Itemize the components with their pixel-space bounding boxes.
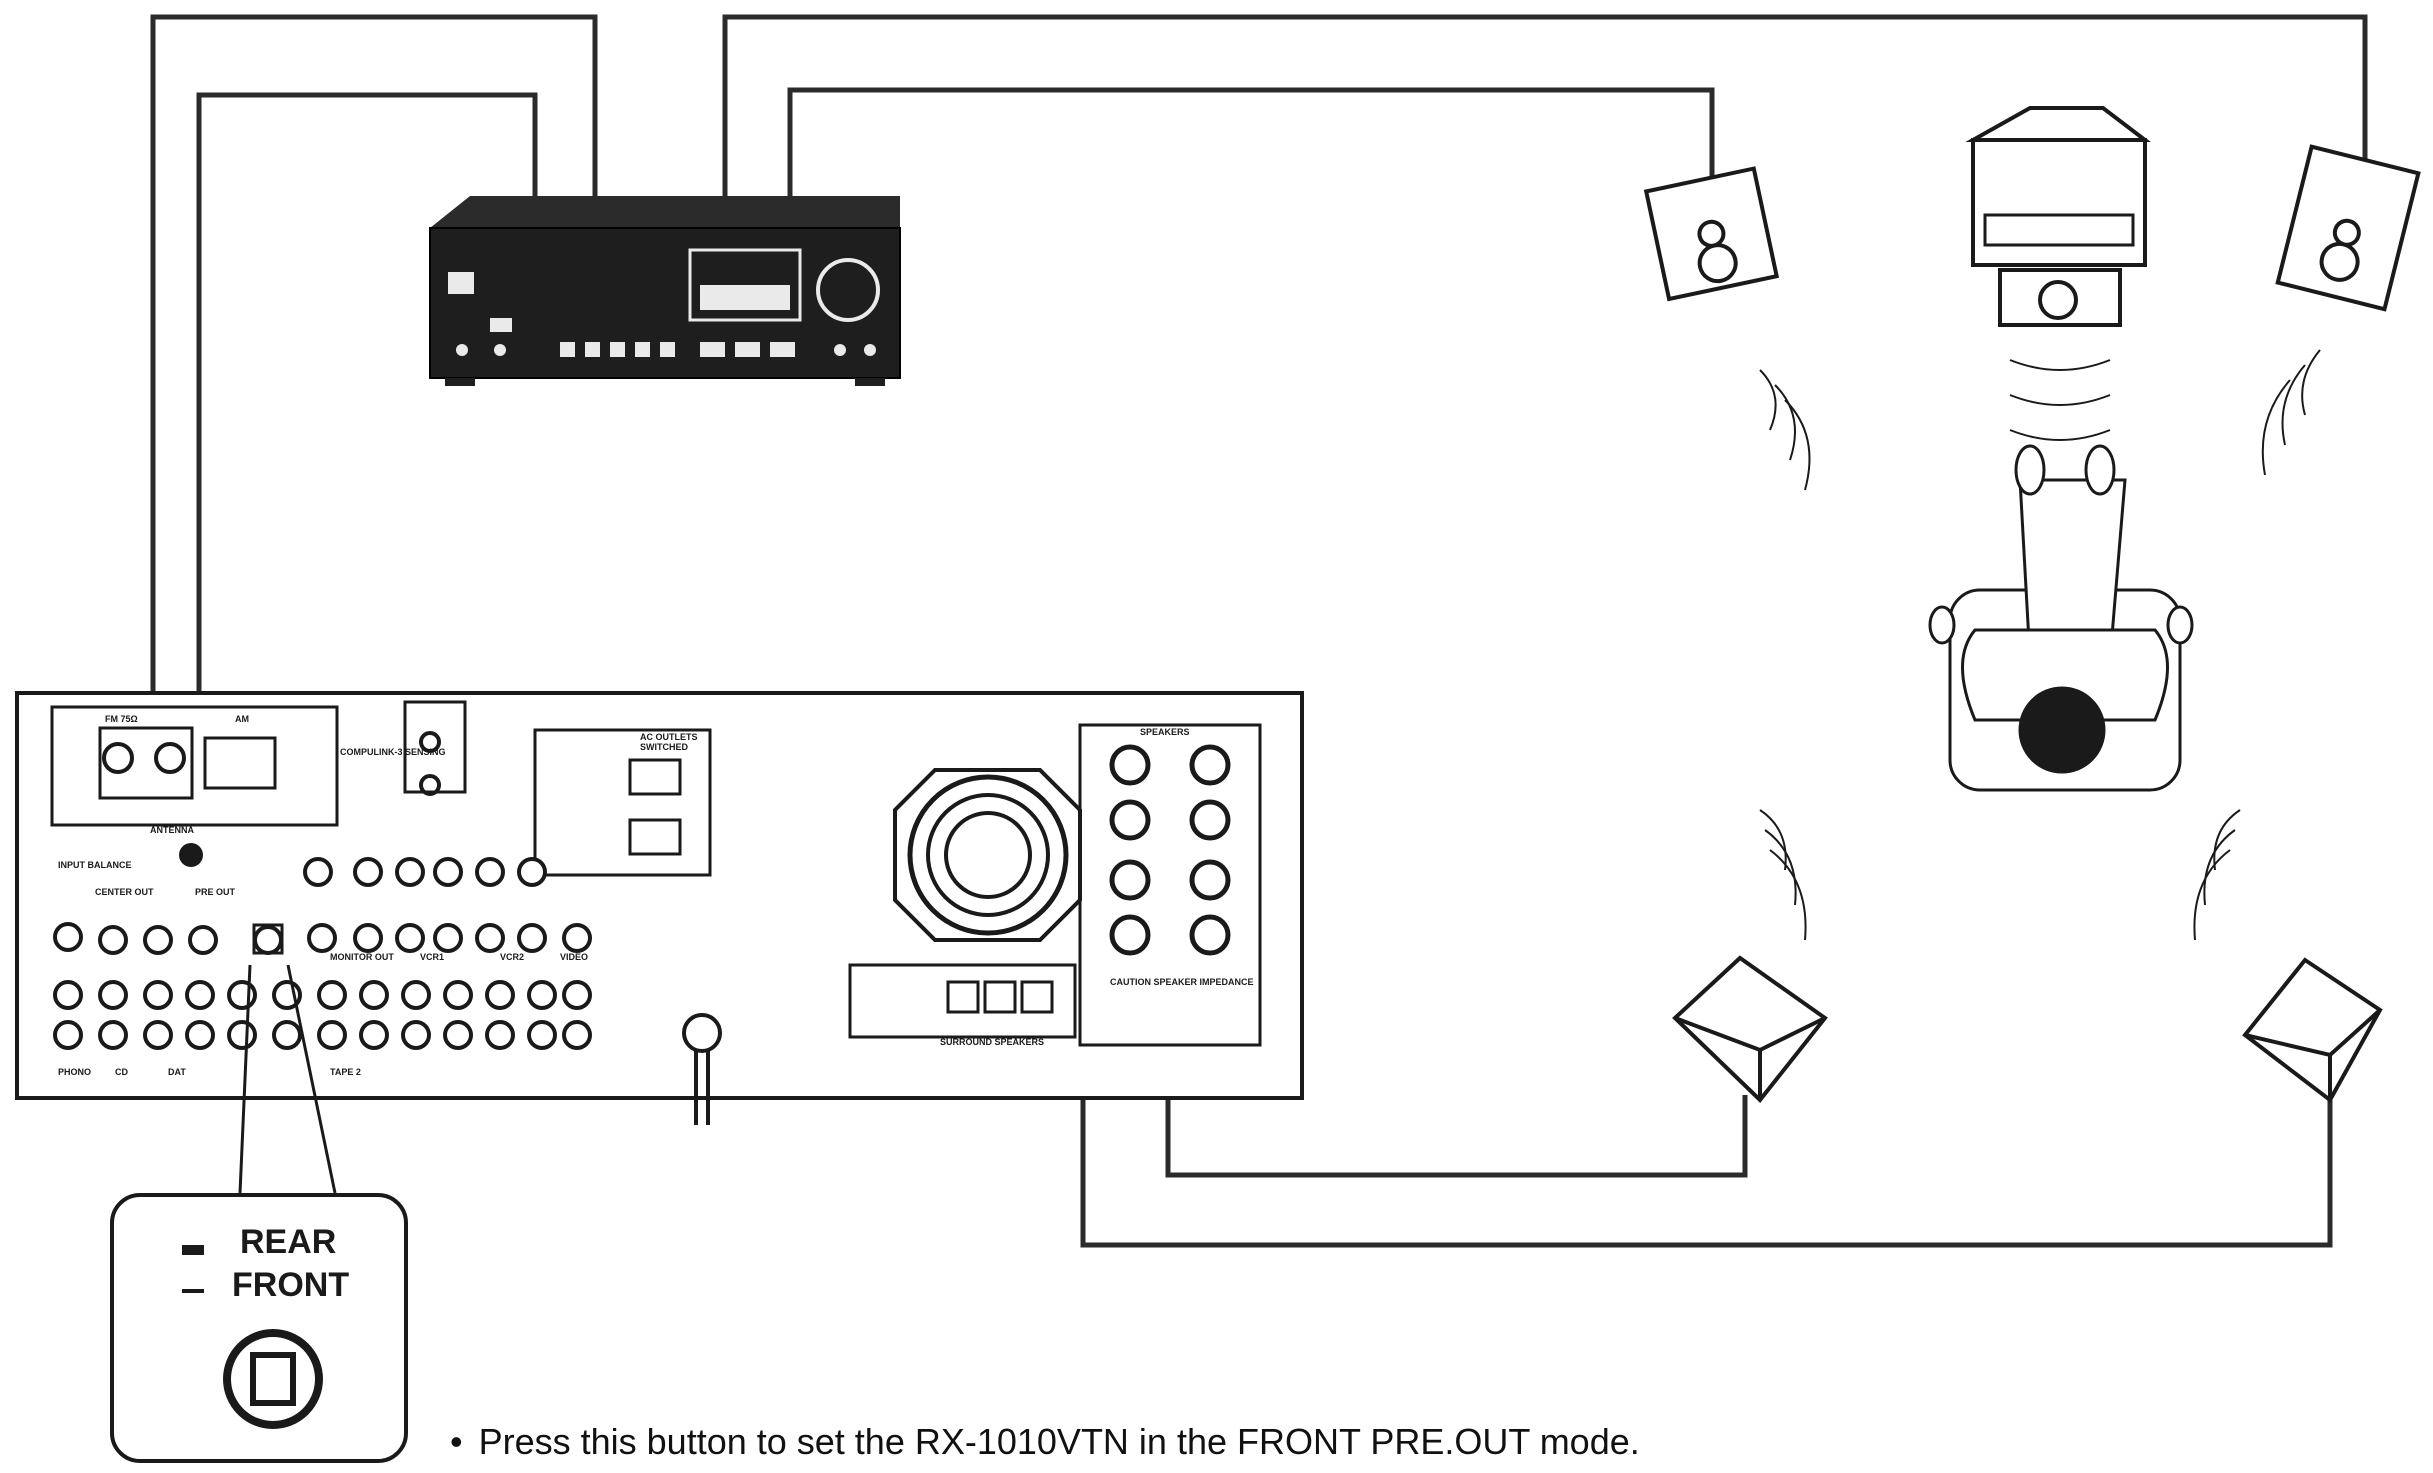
rear-indicator-icon	[182, 1245, 204, 1255]
svg-text:SWITCHED: SWITCHED	[640, 742, 688, 752]
svg-text:MONITOR OUT: MONITOR OUT	[330, 952, 394, 962]
receiver-rear-panel: FM 75Ω AM ANTENNA COMPULINK-3 SENSING AC…	[17, 693, 1302, 1125]
svg-text:AC OUTLETS: AC OUTLETS	[640, 732, 698, 742]
svg-text:VIDEO: VIDEO	[560, 952, 588, 962]
rear-front-inset: REAR FRONT	[110, 1193, 408, 1463]
front-right-speaker	[2278, 147, 2419, 309]
svg-text:SPEAKERS: SPEAKERS	[1140, 727, 1190, 737]
rear-front-button[interactable]	[227, 1333, 319, 1425]
svg-text:CAUTION SPEAKER IMPEDANCE: CAUTION SPEAKER IMPEDANCE	[1110, 977, 1254, 987]
front-indicator-icon	[182, 1289, 204, 1293]
center-speaker	[1973, 108, 2145, 325]
svg-text:COMPULINK-3 SENSING: COMPULINK-3 SENSING	[340, 747, 446, 757]
rear-label: REAR	[240, 1223, 336, 1261]
svg-text:VCR2: VCR2	[500, 952, 524, 962]
rear-left-speaker	[1675, 958, 1825, 1100]
svg-text:ANTENNA: ANTENNA	[150, 825, 194, 835]
processor-unit	[430, 196, 900, 386]
listener-figure	[1930, 446, 2192, 790]
wire-front-left	[790, 90, 1712, 200]
wire-am-antenna	[199, 95, 535, 745]
svg-text:CD: CD	[115, 1067, 128, 1077]
svg-text:PRE OUT: PRE OUT	[195, 887, 236, 897]
svg-text:TAPE 2: TAPE 2	[330, 1067, 361, 1077]
wire-fm-antenna	[153, 17, 595, 745]
bullet: •	[450, 1421, 463, 1462]
instruction-note: • Press this button to set the RX-1010VTN…	[450, 1421, 1640, 1463]
svg-text:FM 75Ω: FM 75Ω	[105, 714, 138, 724]
svg-text:VCR1: VCR1	[420, 952, 444, 962]
cooling-fan	[895, 770, 1080, 940]
svg-text:INPUT BALANCE: INPUT BALANCE	[58, 860, 132, 870]
svg-text:AM: AM	[235, 714, 249, 724]
instruction-text: Press this button to set the RX-1010VTN …	[479, 1421, 1640, 1462]
svg-text:CENTER OUT: CENTER OUT	[95, 887, 154, 897]
svg-text:DAT: DAT	[168, 1067, 186, 1077]
svg-text:PHONO: PHONO	[58, 1067, 91, 1077]
rear-right-speaker	[2245, 960, 2380, 1100]
svg-text:SURROUND SPEAKERS: SURROUND SPEAKERS	[940, 1037, 1044, 1047]
front-left-speaker	[1646, 169, 1776, 299]
front-label: FRONT	[232, 1266, 349, 1304]
